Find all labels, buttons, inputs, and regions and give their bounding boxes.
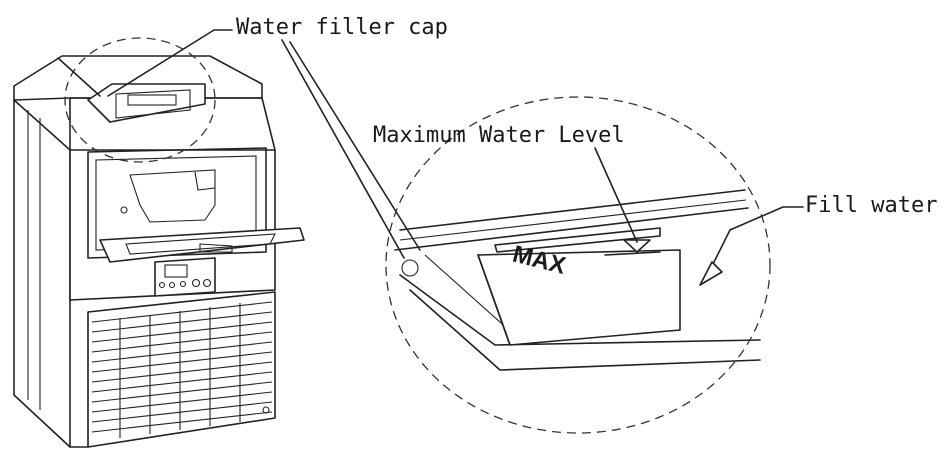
detail-connector-line bbox=[281, 39, 405, 259]
fill-water-label: Fill water bbox=[805, 193, 938, 218]
water-filler-cap-label: Water filler cap bbox=[236, 15, 448, 40]
cap-leader-line bbox=[107, 29, 233, 97]
maximum-water-level-label: Maximum Water Level bbox=[373, 123, 625, 148]
ice-maker-body bbox=[13, 55, 305, 448]
max-level-leader-line bbox=[594, 147, 638, 243]
fill-water-leader-line bbox=[729, 206, 804, 231]
cap-magnifier-circle bbox=[64, 37, 216, 163]
detail-view bbox=[394, 189, 761, 371]
detail-magnifier-circle bbox=[385, 96, 771, 434]
water-filler-cap bbox=[87, 83, 206, 123]
